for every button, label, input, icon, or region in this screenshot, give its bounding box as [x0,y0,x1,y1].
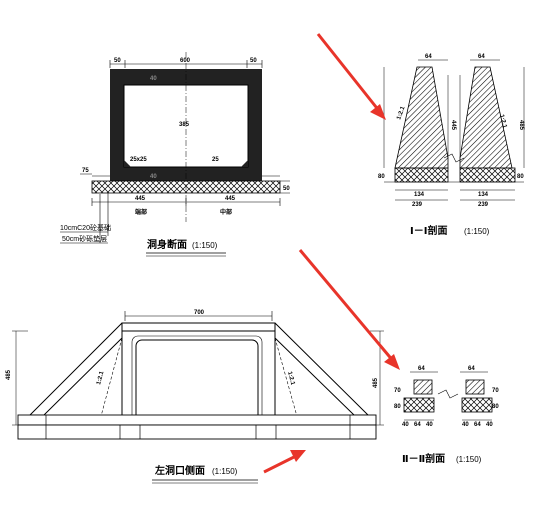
section-2-view: 64 64 70 80 70 80 40 64 40 40 64 40 Ⅱ－Ⅱ剖… [394,366,499,465]
dim-top-left: 50 [114,58,121,64]
dim-height: 385 [179,122,190,128]
dim-half-right: 445 [225,196,236,202]
s1-dim-height-left: 445 [450,120,456,131]
s1-dim-bot-left-b: 239 [412,202,423,208]
caption-cross-section-scale: (1:150) [192,241,218,250]
dim-right-step: 50 [283,186,290,192]
s1-dim-top-right: 64 [478,54,485,60]
s1-slope-left: 1:2.1 [396,105,407,121]
s2-dim-right-70: 70 [492,388,499,394]
s2-dim-left-80: 80 [394,404,401,410]
note-gravel-layer: 50cm砂砾垫层 [62,234,107,243]
label-end: 端部 [135,208,147,216]
section-1-view: 64 64 445 1:2.1 1:2.1 485 80 80 134 134 … [378,54,524,237]
dim-left-step: 75 [82,168,89,174]
dim-top-right: 50 [250,58,257,64]
caption-section-2: Ⅱ－Ⅱ剖面 [402,452,445,465]
s1-right-footing [459,167,516,183]
caption-section-1-scale: (1:150) [464,227,490,236]
arrow-to-section-2 [298,249,396,363]
s2-right-upper [465,379,485,395]
dim-half-left: 445 [135,196,146,202]
s1-dim-bot-left-a: 134 [414,192,425,198]
elev-slope-right: 1:2.1 [286,371,296,386]
arrow-to-section-1 [316,33,382,113]
s2-left-footing [403,397,435,413]
s1-left-footing [394,167,449,183]
s2-dim-bot-r1: 40 [462,422,469,428]
cross-section-view: 50 600 50 40 385 25x25 25 40 75 50 445 4… [60,52,290,257]
s1-dim-bot-right-b: 239 [478,202,489,208]
s1-dim-top-left: 64 [425,54,432,60]
s2-dim-bot-l3: 40 [426,422,433,428]
label-middle: 中部 [220,208,232,216]
s2-dim-left-70: 70 [394,388,401,394]
elev-dim-height-left: 485 [6,369,12,380]
s2-left-upper [413,379,433,395]
s1-dim-base-left: 80 [378,174,385,180]
dim-chamfer-right: 25 [212,157,219,163]
s2-dim-right-80: 80 [492,404,499,410]
elev-dim-height-right: 485 [373,377,379,388]
note-concrete-layer: 10cmC20砼基础 [60,223,111,232]
elev-culvert-opening [135,339,259,425]
caption-elevation: 左洞口侧面 [154,464,205,477]
annotation-arrows [263,33,400,474]
elev-slope-left: 1:2.1 [96,370,106,385]
s1-dim-height-right: 485 [518,120,524,131]
dim-chamfer-left: 25x25 [130,157,147,163]
s2-right-footing [461,397,493,413]
elev-dim-top: 700 [194,310,205,316]
s1-slope-right: 1:2.1 [498,114,508,129]
caption-elevation-scale: (1:150) [212,467,238,476]
foundation-layer [91,180,281,194]
caption-section-2-scale: (1:150) [456,455,482,464]
s2-dim-top-left: 64 [418,366,425,372]
dim-top-mid: 600 [180,58,191,64]
s2-dim-bot-r3: 40 [486,422,493,428]
dim-top-slab: 40 [150,76,157,82]
s2-dim-top-right: 64 [468,366,475,372]
caption-cross-section: 洞身断面 [147,238,187,251]
caption-section-1: Ⅰ－Ⅰ剖面 [410,224,447,237]
s2-dim-bot-l1: 40 [402,422,409,428]
elevation-view: 700 1:2.1 1:2.1 485 485 [6,310,384,484]
s1-dim-base-right: 80 [517,174,524,180]
s1-dim-bot-right-a: 134 [478,192,489,198]
s2-dim-bot-r2: 64 [474,422,481,428]
dim-bottom-slab: 40 [150,174,157,180]
s2-dim-bot-l2: 64 [414,422,421,428]
s1-left-wall [394,66,449,169]
